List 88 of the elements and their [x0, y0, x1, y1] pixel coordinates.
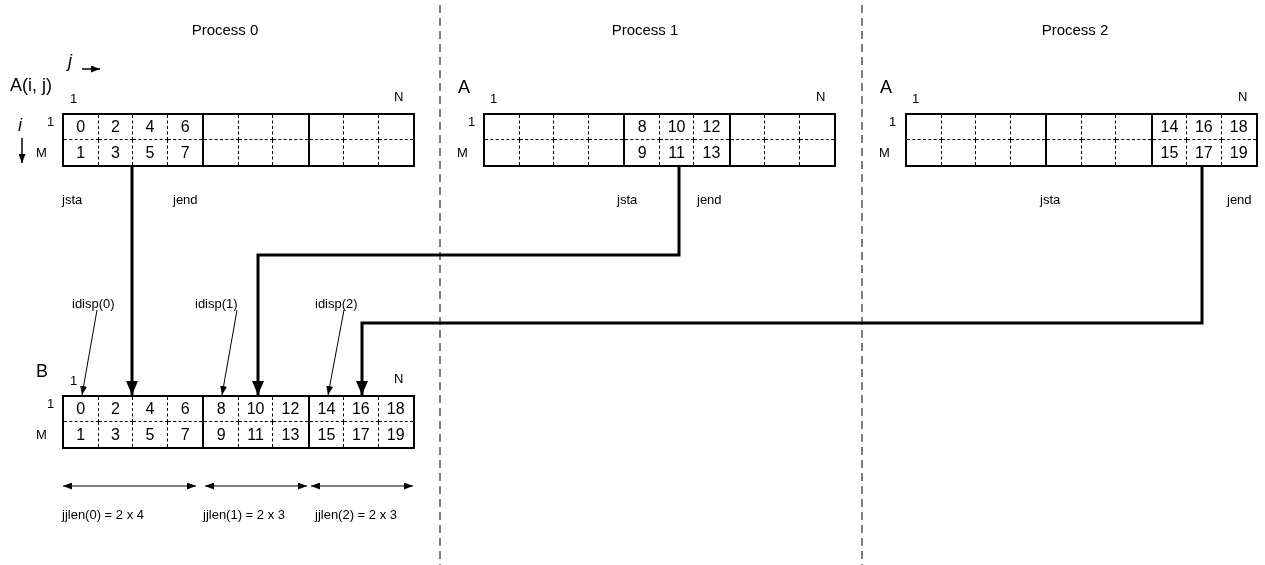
- variable-label: idisp(2): [315, 297, 358, 310]
- index-mark: M: [879, 146, 890, 159]
- process-heading: Process 0: [191, 22, 259, 37]
- cell-number: 5: [145, 426, 155, 443]
- cell-number: 18: [1229, 119, 1248, 135]
- cell-number: 1: [76, 426, 86, 443]
- index-mark: N: [394, 372, 404, 385]
- cell-number: 9: [216, 426, 226, 443]
- cell-number: 15: [1160, 144, 1179, 161]
- cell-number: 16: [1194, 119, 1213, 135]
- cell-number: 12: [702, 119, 721, 135]
- cell-number: 17: [351, 426, 370, 443]
- index-label: jsta: [617, 193, 638, 206]
- arrow: [126, 167, 138, 395]
- process-heading: Process 2: [1041, 22, 1109, 37]
- axis-letter: j: [68, 52, 72, 70]
- cell-number: 14: [317, 401, 336, 417]
- array-block: [905, 113, 1048, 167]
- cell-number: 15: [317, 426, 336, 443]
- cell-number: 18: [386, 401, 405, 417]
- cell-number: 13: [702, 144, 721, 161]
- array-block: [62, 113, 205, 167]
- cell-number: 14: [1160, 119, 1179, 135]
- cell-number: 10: [246, 401, 265, 417]
- cell-number: 5: [145, 144, 155, 161]
- array-block: [483, 113, 626, 167]
- array-block: [623, 113, 731, 167]
- array-block: [728, 113, 836, 167]
- array-name: A: [880, 78, 892, 96]
- index-mark: M: [36, 146, 47, 159]
- cell-number: 11: [247, 426, 264, 443]
- cell-number: 4: [145, 119, 155, 135]
- index-mark: N: [1238, 90, 1248, 103]
- cell-number: 6: [180, 119, 190, 135]
- cell-number: 0: [76, 119, 86, 135]
- cell-number: 19: [386, 426, 405, 443]
- array-block: [202, 113, 310, 167]
- cell-number: 19: [1229, 144, 1248, 161]
- length-label: jjlen(0) = 2 x 4: [62, 508, 144, 521]
- index-label: jsta: [1040, 193, 1061, 206]
- variable-label: idisp(0): [72, 297, 115, 310]
- cell-number: 12: [281, 401, 300, 417]
- array-block: [202, 395, 310, 449]
- variable-label: idisp(1): [195, 297, 238, 310]
- array-name: A(i, j): [10, 76, 52, 94]
- array-name: A: [458, 78, 470, 96]
- length-label: jjlen(2) = 2 x 3: [315, 508, 397, 521]
- index-label: jend: [1227, 193, 1252, 206]
- leader-line: [80, 309, 98, 396]
- array-block: [62, 395, 205, 449]
- cell-number: 2: [110, 119, 120, 135]
- array-block: [1150, 113, 1258, 167]
- cell-number: 13: [281, 426, 300, 443]
- arrow: [356, 167, 1204, 395]
- cell-number: 6: [180, 401, 190, 417]
- array-block: [307, 395, 415, 449]
- cell-number: 16: [351, 401, 370, 417]
- axis-letter: i: [18, 116, 22, 134]
- length-label: jjlen(1) = 2 x 3: [203, 508, 285, 521]
- index-label: jsta: [62, 193, 83, 206]
- cell-number: 8: [637, 119, 647, 135]
- index-mark: N: [816, 90, 826, 103]
- cell-number: 7: [180, 144, 190, 161]
- index-mark: M: [457, 146, 468, 159]
- array-block: [307, 113, 415, 167]
- index-label: jend: [173, 193, 198, 206]
- index-mark: 1: [70, 374, 78, 387]
- cell-number: 0: [76, 401, 86, 417]
- arrow: [252, 167, 681, 395]
- cell-number: 3: [110, 144, 120, 161]
- index-label: jend: [697, 193, 722, 206]
- array-name: B: [36, 362, 48, 380]
- cell-number: 17: [1194, 144, 1213, 161]
- array-block: [1045, 113, 1153, 167]
- cell-number: 3: [110, 426, 120, 443]
- cell-number: 10: [667, 119, 686, 135]
- cell-number: 7: [180, 426, 190, 443]
- cell-number: 1: [76, 144, 86, 161]
- cell-number: 11: [668, 144, 685, 161]
- process-heading: Process 1: [611, 22, 679, 37]
- cell-number: 9: [637, 144, 647, 161]
- leader-line: [220, 309, 238, 396]
- cell-number: 4: [145, 401, 155, 417]
- index-mark: N: [394, 90, 404, 103]
- index-mark: M: [36, 428, 47, 441]
- leader-line: [326, 309, 345, 396]
- cell-number: 2: [110, 401, 120, 417]
- cell-number: 8: [216, 401, 226, 417]
